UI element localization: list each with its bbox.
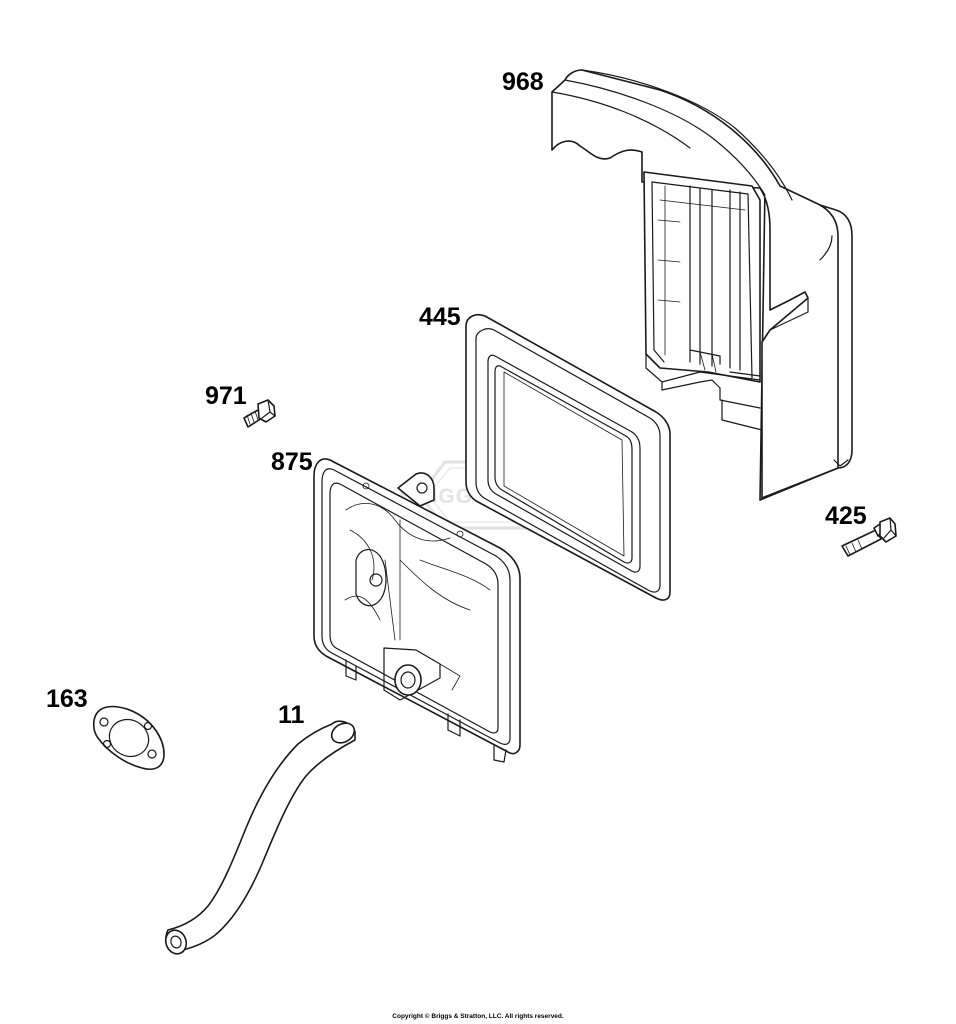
label-445: 445 [419, 303, 461, 331]
copyright-notice: Copyright © Briggs & Stratton, LLC. All … [392, 1013, 564, 1020]
label-425: 425 [825, 502, 867, 530]
part-875-base [313, 458, 521, 763]
label-875: 875 [271, 448, 313, 476]
label-968: 968 [502, 68, 544, 96]
part-971-screw [243, 399, 276, 428]
part-11-hose [164, 720, 356, 955]
label-971: 971 [205, 382, 247, 410]
part-445-filter [465, 313, 671, 601]
label-163: 163 [46, 685, 88, 713]
part-968-cover [551, 69, 853, 501]
part-163-gasket [92, 705, 165, 770]
label-11: 11 [278, 701, 305, 729]
part-425-bolt [841, 517, 897, 557]
